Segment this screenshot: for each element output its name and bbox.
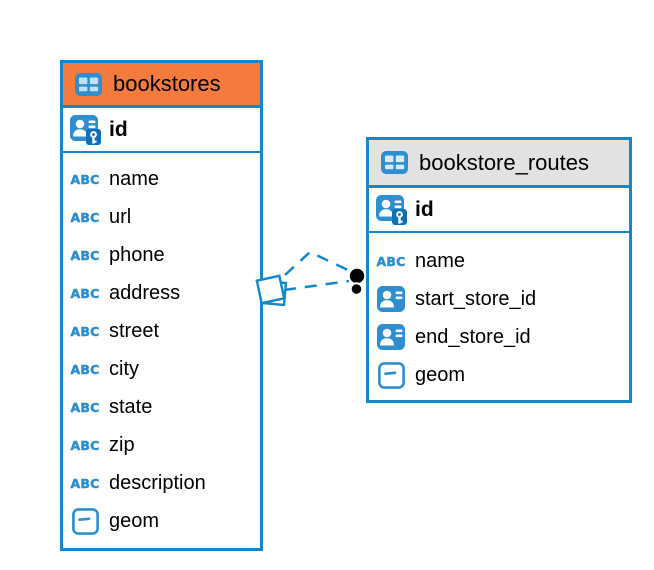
- entity-bookstores[interactable]: bookstores id A: [60, 60, 263, 551]
- column-row[interactable]: end_store_id: [375, 318, 629, 356]
- column-name: geom: [415, 363, 466, 386]
- column-name: description: [109, 471, 206, 494]
- geometry-type-icon: [69, 507, 101, 535]
- column-row[interactable]: geom: [69, 502, 260, 540]
- text-type-icon: ABC: [70, 209, 100, 225]
- relationship-lines[interactable]: [283, 250, 351, 292]
- reference-id-icon: [375, 324, 407, 350]
- text-type-icon: ABC: [70, 171, 100, 187]
- table-icon: [72, 72, 104, 96]
- entity-bookstores-header[interactable]: bookstores: [63, 63, 260, 108]
- column-list: ABC name ABC url ABC phone ABC address A…: [63, 153, 260, 540]
- table-icon: [378, 151, 410, 174]
- column-name: id: [109, 117, 128, 141]
- primary-key-icon: [69, 114, 101, 145]
- text-type-icon: ABC: [70, 323, 100, 339]
- text-type-icon: ABC: [70, 437, 100, 453]
- text-type-icon: ABC: [70, 361, 100, 377]
- column-row[interactable]: geom: [375, 356, 629, 394]
- geometry-type-icon: [375, 361, 407, 389]
- column-name: city: [109, 357, 139, 380]
- column-row-pk[interactable]: id: [369, 188, 629, 233]
- primary-key-icon: [375, 194, 407, 225]
- column-name: state: [109, 395, 153, 418]
- entity-bookstore-routes[interactable]: bookstore_routes id: [366, 137, 632, 403]
- column-row[interactable]: ABC name: [375, 242, 629, 280]
- column-list: ABC name start_store_id: [369, 233, 629, 394]
- column-row[interactable]: ABC name: [69, 160, 260, 198]
- text-type-icon: ABC: [70, 247, 100, 263]
- column-name: geom: [109, 509, 160, 532]
- table-name: bookstore_routes: [419, 149, 589, 175]
- column-name: url: [109, 205, 132, 228]
- text-type-icon: ABC: [70, 475, 100, 491]
- column-row[interactable]: ABC state: [69, 388, 260, 426]
- column-name: zip: [109, 433, 135, 456]
- column-row[interactable]: ABC city: [69, 350, 260, 388]
- column-row[interactable]: ABC phone: [69, 236, 260, 274]
- column-row[interactable]: ABC address: [69, 274, 260, 312]
- text-type-icon: ABC: [376, 253, 406, 269]
- column-name: name: [109, 167, 160, 190]
- relationship-target-marker[interactable]: [347, 266, 367, 296]
- reference-id-icon: [375, 286, 407, 312]
- column-row[interactable]: ABC description: [69, 464, 260, 502]
- column-name: start_store_id: [415, 287, 537, 310]
- column-row-pk[interactable]: id: [63, 108, 260, 153]
- column-name: end_store_id: [415, 325, 531, 348]
- table-name: bookstores: [113, 71, 221, 96]
- text-type-icon: ABC: [70, 285, 100, 301]
- text-type-icon: ABC: [70, 399, 100, 415]
- column-name: name: [415, 249, 466, 272]
- column-row[interactable]: ABC street: [69, 312, 260, 350]
- column-name: phone: [109, 243, 165, 266]
- column-row[interactable]: start_store_id: [375, 280, 629, 318]
- column-name: address: [109, 281, 181, 304]
- column-row[interactable]: ABC zip: [69, 426, 260, 464]
- column-name: street: [109, 319, 160, 342]
- column-row[interactable]: ABC url: [69, 198, 260, 236]
- column-name: id: [415, 197, 434, 221]
- entity-bookstore-routes-header[interactable]: bookstore_routes: [369, 140, 629, 188]
